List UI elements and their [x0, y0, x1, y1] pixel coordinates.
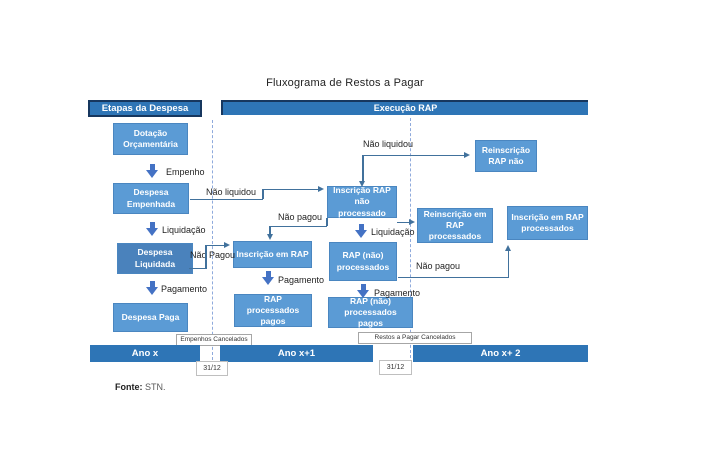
down-arrow-icon [146, 281, 159, 295]
label-pagamento: Pagamento [374, 288, 421, 298]
source-label: Fonte: [115, 382, 143, 392]
arrowhead-up-icon [505, 245, 511, 251]
connector-line [190, 198, 263, 200]
down-arrow-icon [355, 224, 368, 238]
label-nao-pagou: Não pagou [278, 212, 323, 222]
connector-line [269, 225, 327, 227]
connector-line [205, 244, 225, 246]
source-note: Fonte: STN. [115, 382, 166, 392]
node-despesa-empenhada: Despesa Empenhada [113, 183, 189, 214]
node-inscricao-rap-nao-processado: Inscrição RAP não processado [327, 185, 397, 218]
arrowhead-down-icon [359, 181, 365, 187]
date-box-31-12: 31/12 [379, 360, 412, 375]
down-arrow-icon [146, 164, 159, 178]
arrowhead-right-icon [318, 185, 324, 192]
header-execucao-rap: Execução RAP [221, 100, 588, 115]
label-liquidacao: Liquidação [371, 227, 415, 237]
label-liquidacao: Liquidação [162, 225, 206, 235]
arrowhead-right-icon [464, 151, 470, 158]
node-rap-nao-processados: RAP (não) processados [329, 242, 397, 281]
timeline-bar-ano-x2: Ano x+ 2 [413, 345, 588, 362]
label-restos-a-pagar-cancelados: Restos a Pagar Cancelados [358, 332, 472, 344]
node-despesa-liquidada: Despesa Liquidada [117, 243, 193, 274]
down-arrow-icon [146, 222, 159, 236]
timeline-bar-ano-x: Ano x [90, 345, 200, 362]
label-pagamento: Pagamento [278, 275, 325, 285]
node-rap-processados-pagos: RAP processados pagos [234, 294, 312, 327]
connector-line [262, 188, 318, 190]
connector-line [398, 276, 509, 278]
down-arrow-icon [262, 271, 275, 285]
connector-line [326, 218, 328, 226]
node-reinscricao-em-rap-processados: Reinscrição em RAP processados [417, 208, 493, 243]
label-nao-liquidou: Não liquidou [206, 187, 257, 197]
connector-line [189, 267, 206, 269]
label-empenho: Empenho [166, 167, 205, 177]
timeline-bar-ano-x1: Ano x+1 [220, 345, 373, 362]
year-boundary-dashed-line-2 [410, 118, 411, 358]
source-value: STN. [145, 382, 166, 392]
label-nao-liquidou: Não liquidou [363, 139, 414, 149]
node-reinscricao-rap-nao: Reinscrição RAP não [475, 140, 537, 172]
connector-line [507, 251, 509, 277]
arrowhead-right-icon [224, 241, 230, 248]
label-empenhos-cancelados: Empenhos Cancelados [176, 334, 252, 346]
header-etapas-da-despesa: Etapas da Despesa [88, 100, 202, 117]
label-pagamento: Pagamento [161, 284, 208, 294]
node-inscricao-em-rap-processados: Inscrição em RAP processados [507, 206, 588, 240]
year-boundary-dashed-line-1 [212, 120, 213, 360]
connector-line [362, 155, 364, 182]
node-rap-nao-processados-pagos: RAP (não) processados pagos [328, 296, 413, 328]
down-arrow-icon [357, 284, 370, 298]
connector-line [397, 221, 410, 223]
connector-line [262, 189, 264, 199]
node-despesa-paga: Despesa Paga [113, 303, 188, 332]
node-dotacao-orcamentaria: Dotação Orçamentária [113, 123, 188, 155]
label-nao-pagou: Não Pagou [190, 250, 236, 260]
page-title: Fluxograma de Restos a Pagar [266, 77, 424, 89]
connector-line [269, 225, 271, 236]
date-box-31-12: 31/12 [196, 361, 228, 376]
label-nao-pagou: Não pagou [416, 261, 461, 271]
connector-line [362, 154, 464, 156]
arrowhead-right-icon [409, 218, 415, 225]
node-inscricao-em-rap: Inscrição em RAP [233, 241, 312, 268]
connector-line [205, 245, 207, 269]
arrowhead-down-icon [266, 234, 273, 240]
